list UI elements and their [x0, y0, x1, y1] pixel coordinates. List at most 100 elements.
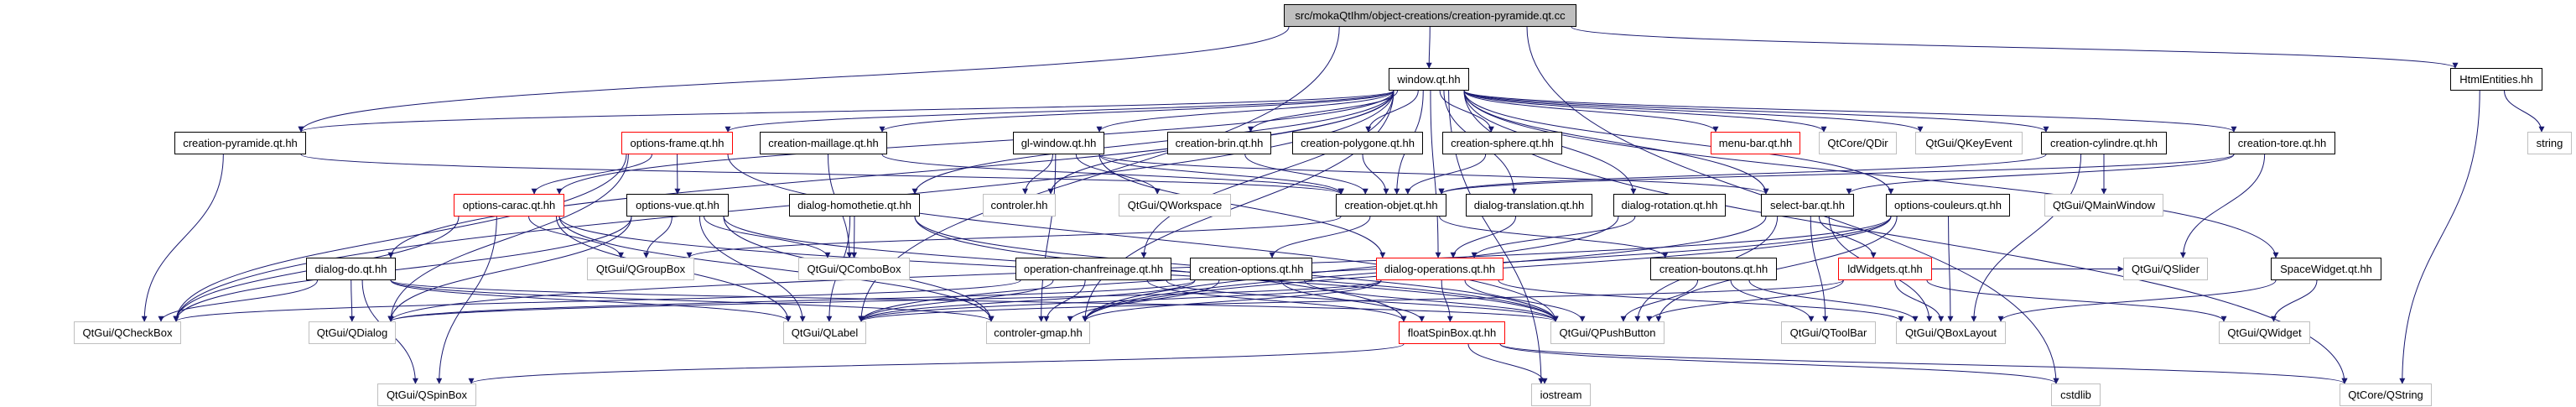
node-label: QtGui/QPushButton [1559, 326, 1656, 339]
edge-window-to-qdir [1463, 90, 1827, 133]
node-root[interactable]: src/mokaQtIhm/object-creations/creation-… [1284, 4, 1576, 27]
edge-options-frame-to-qcheckbox [173, 154, 627, 322]
node-htmlentities[interactable]: HtmlEntities.hh [2450, 68, 2542, 91]
edge-dialog-operations-to-qpushbutton [1464, 279, 1586, 322]
edge-spacewidget-to-qboxlayout [1997, 279, 2277, 322]
node-creation-tore[interactable]: creation-tore.qt.hh [2229, 132, 2335, 154]
node-iostream[interactable]: iostream [1531, 384, 1591, 406]
node-controler-gmap[interactable]: controler-gmap.hh [986, 321, 1090, 344]
node-creation-maillage[interactable]: creation-maillage.qt.hh [760, 132, 887, 154]
node-controler[interactable]: controler.hh [983, 194, 1056, 217]
node-cstdlib[interactable]: cstdlib [2051, 384, 2101, 406]
edge-window-to-creation-pyramide [298, 90, 1394, 133]
node-operation-chanfreinage[interactable]: operation-chanfreinage.qt.hh [1015, 258, 1171, 280]
node-qmainwindow[interactable]: QtGui/QMainWindow [2044, 194, 2163, 217]
node-gl-window[interactable]: gl-window.qt.hh [1013, 132, 1104, 154]
node-qtoolbar[interactable]: QtGui/QToolBar [1781, 321, 1876, 344]
node-label: QtGui/QLabel [791, 326, 859, 339]
node-label: creation-polygone.qt.hh [1301, 137, 1415, 149]
node-creation-sphere[interactable]: creation-sphere.qt.hh [1442, 132, 1562, 154]
edge-options-vue-to-qcombobox [704, 216, 831, 258]
edge-creation-objet-to-qgroupbox [686, 216, 1342, 258]
node-label: QtGui/QBoxLayout [1904, 326, 1997, 339]
node-select-bar[interactable]: select-bar.qt.hh [1761, 194, 1854, 217]
node-label: creation-maillage.qt.hh [768, 137, 879, 149]
node-label: gl-window.qt.hh [1021, 137, 1097, 149]
node-qpushbutton[interactable]: QtGui/QPushButton [1550, 321, 1665, 344]
node-qwidget[interactable]: QtGui/QWidget [2219, 321, 2310, 344]
node-options-carac[interactable]: options-carac.qt.hh [454, 194, 564, 217]
edge-creation-sphere-to-creation-objet [1405, 154, 1487, 195]
edge-options-vue-to-qgroupbox [643, 216, 673, 258]
node-qslider[interactable]: QtGui/QSlider [2123, 258, 2208, 280]
node-dialog-operations[interactable]: dialog-operations.qt.hh [1376, 258, 1504, 280]
node-qcheckbox[interactable]: QtGui/QCheckBox [74, 321, 181, 344]
node-label: creation-brin.qt.hh [1175, 137, 1264, 149]
node-string[interactable]: string [2527, 132, 2572, 154]
edge-creation-brin-to-creation-objet [1244, 154, 1368, 195]
node-dialog-translation[interactable]: dialog-translation.qt.hh [1466, 194, 1592, 217]
edge-creation-options-to-controler-gmap [1067, 279, 1220, 322]
edge-creation-maillage-to-creation-objet [881, 154, 1344, 195]
node-label: QtGui/QWidget [2227, 326, 2302, 339]
node-qlabel[interactable]: QtGui/QLabel [783, 321, 866, 344]
edge-window-to-options-frame [724, 90, 1394, 133]
edge-creation-tore-to-creation-objet [1438, 154, 2235, 195]
node-label: dialog-operations.qt.hh [1384, 263, 1496, 275]
node-creation-pyramide[interactable]: creation-pyramide.qt.hh [174, 132, 306, 154]
node-label: menu-bar.qt.hh [1718, 137, 1793, 149]
edge-floatspinbox-to-cstdlib [1499, 343, 2059, 384]
node-floatspinbox[interactable]: floatSpinBox.qt.hh [1399, 321, 1505, 344]
edge-dialog-rotation-to-dialog-operations [1471, 216, 1636, 258]
node-label: ldWidgets.qt.hh [1847, 263, 1923, 275]
node-label: iostream [1540, 389, 1582, 401]
node-qdialog[interactable]: QtGui/QDialog [309, 321, 396, 344]
node-creation-cylindre[interactable]: creation-cylindre.qt.hh [2041, 132, 2167, 154]
node-creation-boutons[interactable]: creation-boutons.qt.hh [1650, 258, 1777, 280]
edge-spacewidget-to-qwidget [2271, 279, 2318, 322]
node-window[interactable]: window.qt.hh [1389, 68, 1469, 91]
node-qworkspace[interactable]: QtGui/QWorkspace [1119, 194, 1231, 217]
edge-root-to-htmlentities [1571, 26, 2459, 69]
node-creation-brin[interactable]: creation-brin.qt.hh [1167, 132, 1271, 154]
edge-gl-window-to-controler [1022, 154, 1053, 195]
node-options-vue[interactable]: options-vue.qt.hh [626, 194, 729, 217]
node-label: operation-chanfreinage.qt.hh [1023, 263, 1164, 275]
node-qboxlayout[interactable]: QtGui/QBoxLayout [1896, 321, 2006, 344]
node-label: creation-tore.qt.hh [2237, 137, 2327, 149]
node-menu-bar[interactable]: menu-bar.qt.hh [1711, 132, 1800, 154]
node-options-couleurs[interactable]: options-couleurs.qt.hh [1886, 194, 2010, 217]
node-label: creation-options.qt.hh [1198, 263, 1304, 275]
edge-window-to-operation-chanfreinage [1140, 90, 1394, 258]
edge-creation-cylindre-to-qboxlayout [1971, 154, 2082, 322]
edge-window-to-creation-maillage [879, 90, 1394, 133]
node-dialog-homothetie[interactable]: dialog-homothetie.qt.hh [789, 194, 920, 217]
edge-window-to-options-couleurs [1463, 90, 1894, 195]
node-ldwidgets[interactable]: ldWidgets.qt.hh [1838, 258, 1932, 280]
edge-gl-window-to-dialog-operations [1098, 154, 1386, 258]
node-dialog-rotation[interactable]: dialog-rotation.qt.hh [1613, 194, 1726, 217]
node-options-frame[interactable]: options-frame.qt.hh [621, 132, 733, 154]
node-spacewidget[interactable]: SpaceWidget.qt.hh [2271, 258, 2381, 280]
node-qspinbox[interactable]: QtGui/QSpinBox [377, 384, 476, 406]
node-dialog-do[interactable]: dialog-do.qt.hh [306, 258, 396, 280]
node-qstring[interactable]: QtCore/QString [2340, 384, 2432, 406]
edge-creation-boutons-to-qpushbutton [1620, 279, 1699, 322]
edge-creation-tore-to-qslider [2179, 154, 2266, 258]
edge-operation-chanfreinage-to-qcheckbox [173, 279, 1021, 322]
node-creation-polygone[interactable]: creation-polygone.qt.hh [1292, 132, 1423, 154]
node-qcombobox[interactable]: QtGui/QComboBox [798, 258, 910, 280]
node-creation-objet[interactable]: creation-objet.qt.hh [1336, 194, 1446, 217]
node-label: QtGui/QCheckBox [82, 326, 173, 339]
edges-layer [141, 26, 2545, 384]
node-label: QtCore/QString [2348, 389, 2423, 401]
node-qkeyevent[interactable]: QtGui/QKeyEvent [1915, 132, 2023, 154]
edge-floatspinbox-to-qspinbox [468, 343, 1405, 384]
edge-ldwidgets-to-qlabel [858, 279, 1844, 322]
edge-gl-window-to-creation-objet [1098, 154, 1344, 195]
node-creation-options[interactable]: creation-options.qt.hh [1190, 258, 1312, 280]
node-qgroupbox[interactable]: QtGui/QGroupBox [587, 258, 694, 280]
node-label: HtmlEntities.hh [2459, 73, 2533, 86]
edge-dialog-do-to-qpushbutton [390, 279, 1559, 322]
node-qdir[interactable]: QtCore/QDir [1819, 132, 1897, 154]
